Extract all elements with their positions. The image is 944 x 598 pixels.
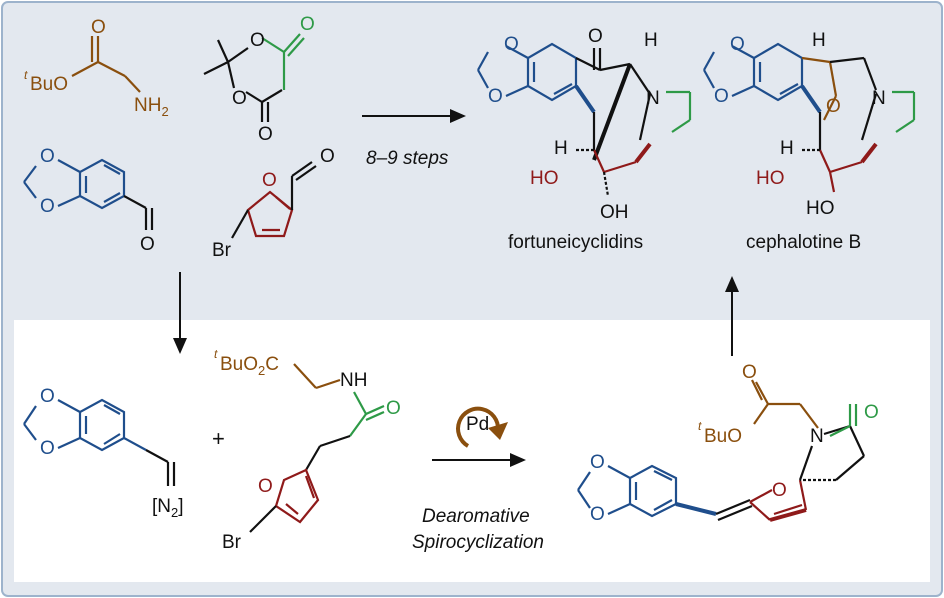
product-aryl [577, 464, 717, 518]
tbuo2c-label: BuO2C [220, 354, 279, 378]
catalyst-label: Pd [466, 414, 489, 435]
ceph-ho: HO [756, 168, 785, 189]
ring-o-1: O [250, 30, 265, 51]
furan-o: O [262, 170, 277, 191]
tert-prefix-3: t [698, 419, 702, 433]
meldrums-acid [203, 39, 283, 122]
condition-line-1: Dearomative [422, 506, 530, 527]
bromofurfural [246, 190, 294, 238]
product-o1: O [590, 452, 605, 473]
dihydrofuran [749, 479, 808, 522]
lower-panel [14, 320, 930, 582]
ceph-bridge-o: O [826, 96, 841, 117]
arrow-up-icon [725, 276, 739, 356]
piperonal-o2: O [40, 196, 55, 217]
fort-n: N [646, 88, 660, 109]
ester-o: O [742, 362, 757, 383]
tert-prefix: t [24, 68, 28, 82]
meldrums-green-carbonyl [261, 33, 305, 90]
lactam-ring [798, 424, 865, 482]
product-ester [751, 379, 819, 429]
spiro-furan-o: O [772, 480, 787, 501]
ceph-n: N [872, 88, 886, 109]
diazo-bond [145, 449, 176, 486]
fort-ho: HO [530, 168, 559, 189]
nh2-label: NH2 [134, 95, 169, 119]
exocyclic-alkene [715, 498, 753, 522]
lactam-n: N [810, 426, 824, 447]
ceph-h-left: H [780, 138, 794, 159]
cho-o: O [320, 146, 335, 167]
ceph-ho-2: HO [806, 198, 835, 219]
amide-o: O [386, 398, 401, 419]
sub-furan-o: O [258, 476, 273, 497]
diazo-o2: O [40, 438, 55, 459]
bromofuran [274, 468, 320, 524]
sub-br-label: Br [222, 532, 242, 553]
carbonyl-o-2: O [258, 124, 273, 145]
ring-o-2: O [232, 88, 247, 109]
lactam-o: O [864, 402, 879, 423]
nh-label: NH [340, 370, 367, 391]
product-o2: O [590, 504, 605, 525]
fortuneicyclidins-structure [477, 42, 692, 197]
green-o: O [300, 14, 315, 35]
lactam-carbonyl [829, 404, 858, 437]
c-br-bond [249, 505, 277, 533]
glycinate-ester [71, 36, 141, 93]
piperonal-o1: O [40, 146, 55, 167]
diazo-compound [23, 398, 147, 452]
fort-o2: O [488, 86, 503, 107]
tbuo-label: BuO [30, 74, 68, 95]
plus-sign: + [212, 426, 225, 451]
product-name-2: cephalotine B [746, 232, 861, 253]
aldehyde [123, 195, 154, 230]
tert-prefix-2: t [214, 347, 218, 361]
arrow-right-icon [432, 453, 526, 467]
fort-h-left: H [554, 138, 568, 159]
steps-label: 8–9 steps [366, 148, 449, 169]
aldehyde-o: O [140, 234, 155, 255]
product-tbuo: BuO [704, 426, 742, 447]
carbonyl-o: O [91, 17, 106, 38]
arrow-down-icon [173, 272, 187, 354]
fort-h-top: H [644, 30, 658, 51]
fort-o1: O [504, 34, 519, 55]
fort-ketone-o: O [588, 26, 603, 47]
ceph-o2: O [714, 86, 729, 107]
ceph-o1: O [730, 34, 745, 55]
ceph-h-top: H [812, 30, 826, 51]
br-label: Br [212, 240, 232, 261]
n2-label: [N2] [152, 496, 184, 520]
piperonal [23, 158, 126, 210]
catalytic-cycle-icon [456, 406, 508, 448]
diazo-o1: O [40, 386, 55, 407]
arrow-right-icon [362, 109, 466, 123]
glycine-chain [293, 363, 341, 390]
cephalotine-b-structure [703, 42, 916, 193]
product-name-1: fortuneicyclidins [508, 232, 643, 253]
furfural-cho [231, 161, 317, 239]
amide-carbonyl [349, 391, 385, 437]
propyl-chain [305, 434, 351, 471]
condition-line-2: Spirocyclization [412, 532, 544, 553]
fort-oh: OH [600, 202, 629, 223]
